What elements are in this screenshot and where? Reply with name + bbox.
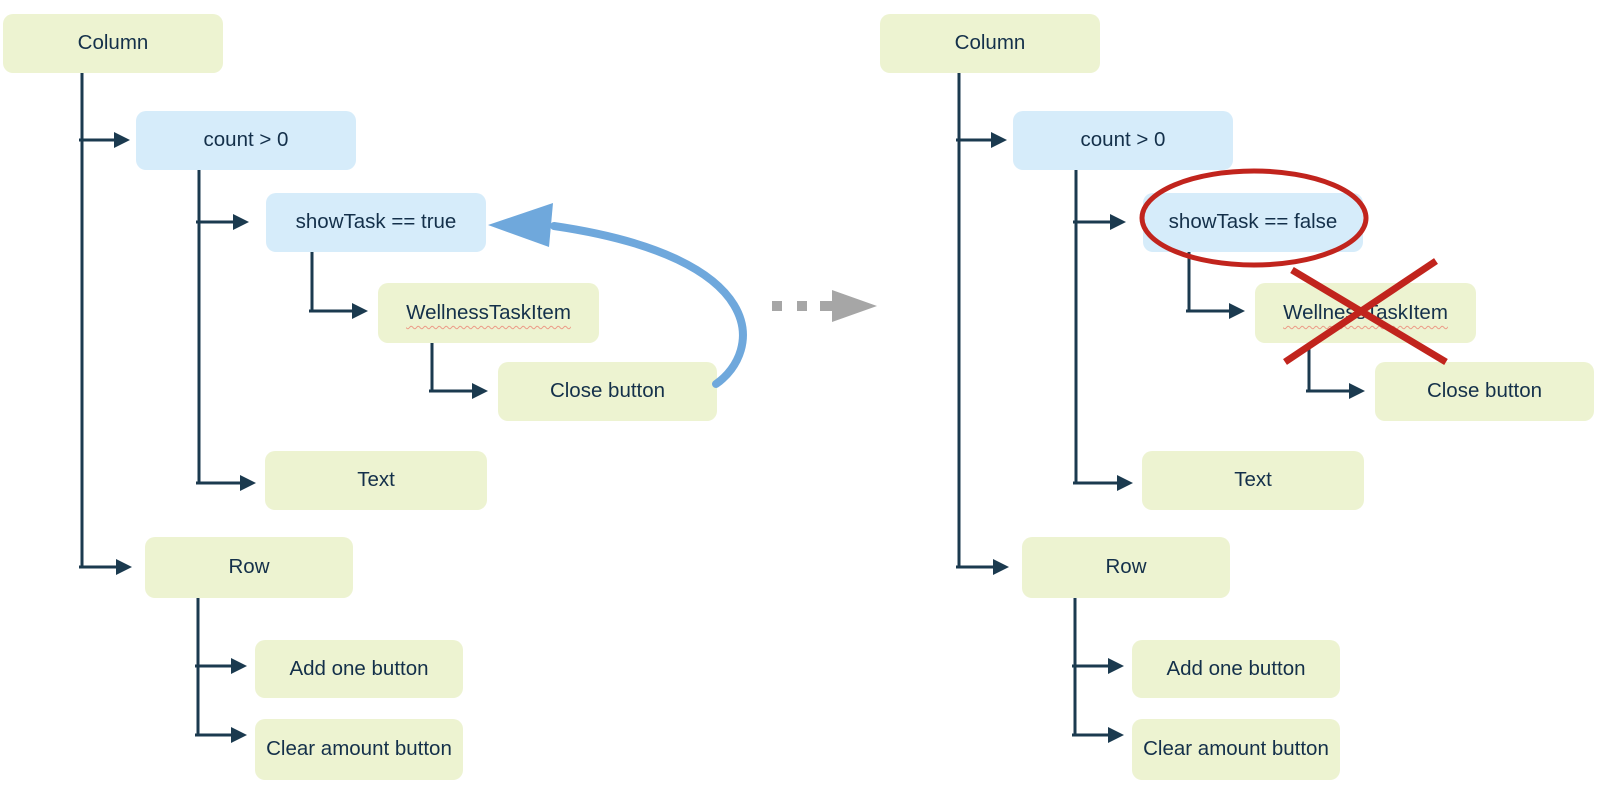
node-row: Row: [145, 537, 353, 598]
node-close-button: Close button: [498, 362, 717, 421]
node-row: Row: [1022, 537, 1230, 598]
node-add-one-button: Add one button: [255, 640, 463, 698]
node-column: Column: [880, 14, 1100, 73]
node-clear-amount-button: Clear amount button: [1132, 719, 1340, 780]
node-text: Text: [265, 451, 487, 510]
transition-arrow-icon: [772, 290, 877, 322]
tree-before: Column count > 0 showTask == true Wellne…: [0, 0, 723, 795]
node-column: Column: [3, 14, 223, 73]
tree-after: Column count > 0 showTask == false Welln…: [877, 0, 1600, 795]
node-close-button: Close button: [1375, 362, 1594, 421]
node-add-one-button: Add one button: [1132, 640, 1340, 698]
node-wellness-task-item: WellnessTaskItem: [378, 283, 599, 343]
node-label: WellnessTaskItem: [406, 300, 571, 324]
node-wellness-task-item: WellnessTaskItem: [1255, 283, 1476, 343]
node-showtask-condition: showTask == false: [1143, 193, 1363, 252]
node-text: Text: [1142, 451, 1364, 510]
node-label: WellnessTaskItem: [1283, 300, 1448, 324]
node-clear-amount-button: Clear amount button: [255, 719, 463, 780]
node-count-condition: count > 0: [1013, 111, 1233, 170]
node-showtask-condition: showTask == true: [266, 193, 486, 252]
node-count-condition: count > 0: [136, 111, 356, 170]
